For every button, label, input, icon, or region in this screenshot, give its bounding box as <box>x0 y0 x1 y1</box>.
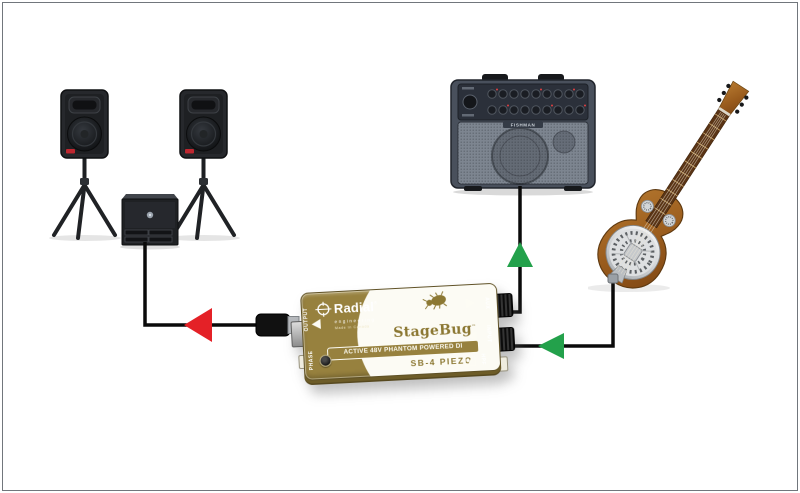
hpf-label: HPF <box>479 353 487 366</box>
sub-shadow <box>120 244 180 250</box>
di-faceplate: Radial® engineering Made in Canada Stage… <box>300 282 502 381</box>
amp-master-knob <box>462 94 478 110</box>
phase-label: PHASE <box>308 350 316 371</box>
stand-collar <box>199 178 208 185</box>
tripod-stand <box>52 183 117 240</box>
trademark: ™ <box>471 323 477 329</box>
guitar-jack-plug <box>607 273 619 284</box>
aux-arrow-icon <box>465 297 476 309</box>
sub-vents <box>124 229 173 243</box>
green-up-arrow <box>507 242 533 267</box>
output-arrow-icon <box>311 318 321 330</box>
sub-top <box>122 194 178 199</box>
guitar-nut <box>718 106 731 117</box>
amp-foot <box>464 186 482 191</box>
xlr-cable-plug <box>255 313 291 337</box>
radial-logo: Radial® engineering Made in Canada <box>314 298 378 331</box>
pa-speaker-right <box>168 89 240 241</box>
acoustic-amplifier: FISHMAN <box>450 74 596 196</box>
guitar-tuners <box>717 83 749 114</box>
stand-collar <box>80 178 89 185</box>
amp-foot <box>564 186 582 191</box>
output-label: OUTPUT <box>302 307 311 332</box>
amp-knobs-row2 <box>487 105 585 115</box>
speaker-shadow <box>168 235 240 241</box>
di-box: Radial® engineering Made in Canada Stage… <box>290 282 516 381</box>
brand-badge <box>66 149 75 154</box>
stand-pole <box>201 156 206 184</box>
subwoofer <box>120 194 180 250</box>
speaker-cabinet <box>60 89 109 159</box>
bug-icon <box>422 291 448 310</box>
radial-logo-icon <box>315 301 332 317</box>
amp-brand-plate <box>503 121 543 128</box>
input-arrow-icon <box>467 330 477 342</box>
red-direction-arrow <box>184 308 212 342</box>
amp-shadow <box>453 188 593 196</box>
hpf-filter-icon <box>464 355 477 367</box>
amp-tweeter <box>552 130 576 154</box>
amp-brand-label: FISHMAN <box>511 123 536 128</box>
speaker-cabinet <box>179 89 228 159</box>
cable-di-to-pa <box>143 242 258 327</box>
amp-red-indicators <box>496 88 586 107</box>
input-label: INPUT <box>484 325 492 343</box>
speaker-shadow <box>49 235 121 241</box>
guitar-strings <box>615 111 726 276</box>
pa-speaker-left <box>49 89 121 241</box>
amp-knobs-row1 <box>487 89 585 99</box>
brand-badge <box>185 149 194 154</box>
registered-mark: ® <box>373 300 378 306</box>
phase-button <box>319 354 332 368</box>
brand-name: Radial <box>333 299 375 317</box>
green-left-arrow <box>538 333 564 359</box>
stand-pole <box>82 156 87 184</box>
resonator-guitar <box>588 80 750 292</box>
guitar-frets <box>654 113 727 215</box>
aux-label: AUX <box>483 297 491 310</box>
guitar-group <box>597 80 750 289</box>
